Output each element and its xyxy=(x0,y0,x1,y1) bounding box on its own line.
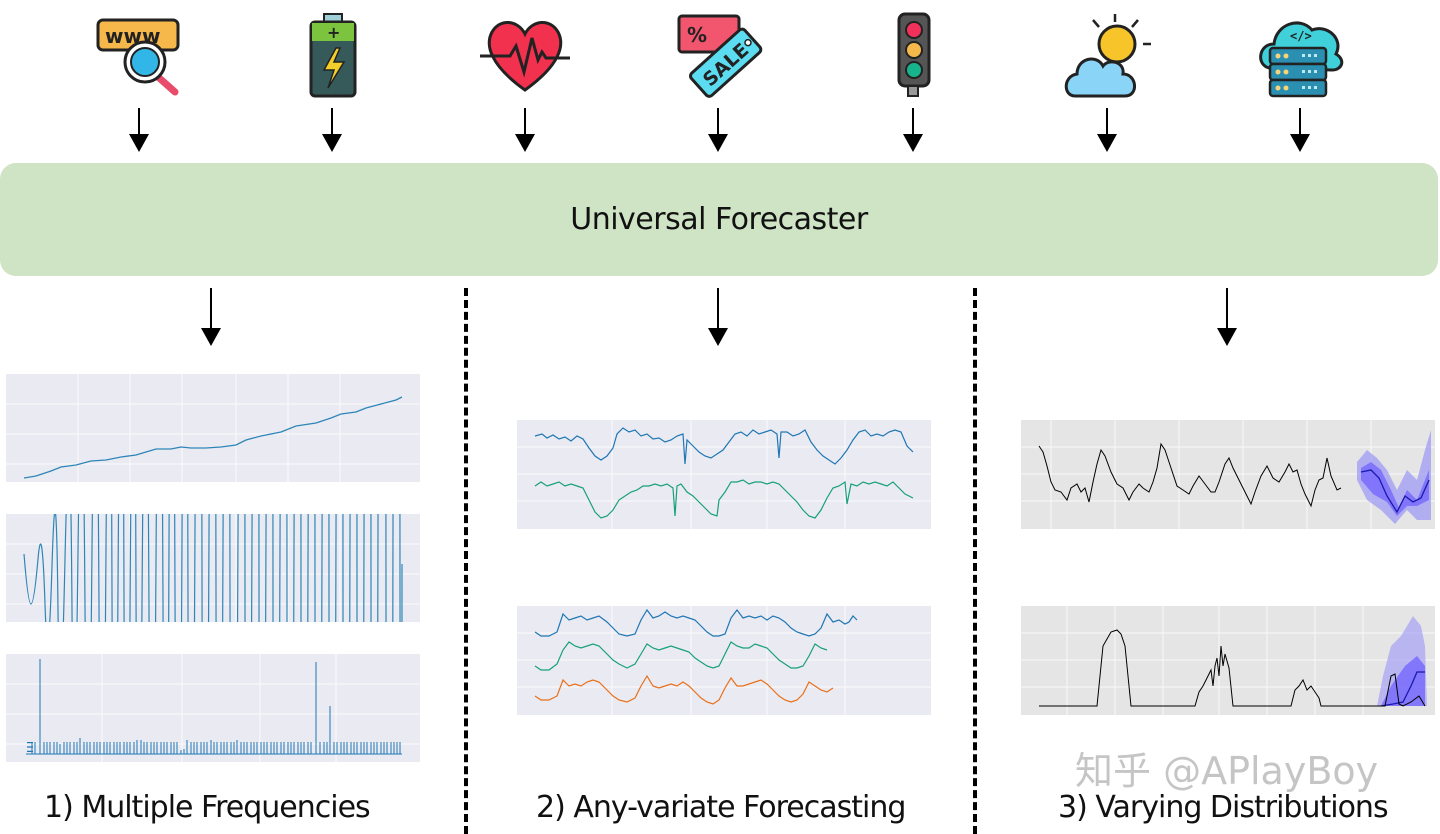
svg-text:+: + xyxy=(327,23,340,42)
arrow-down-icon xyxy=(322,108,342,152)
arrow-down-icon xyxy=(1217,288,1237,346)
svg-text:</>: </> xyxy=(1290,29,1312,43)
section-divider xyxy=(464,288,468,834)
svg-text:%: % xyxy=(687,23,707,47)
spiky-plot xyxy=(6,654,420,762)
universal-forecaster-label: Universal Forecaster xyxy=(570,202,868,237)
arrow-down-icon xyxy=(903,108,923,152)
weather-icon xyxy=(1063,10,1153,100)
watermark: 知乎 @APlayBoy xyxy=(1075,749,1379,793)
caption-varying-distributions: 3) Varying Distributions xyxy=(1058,790,1389,825)
bivariate-plot xyxy=(517,420,931,529)
arrow-down-icon xyxy=(708,108,728,152)
traffic-light-icon xyxy=(868,10,958,100)
battery-icon: + xyxy=(288,10,378,100)
section-divider xyxy=(973,288,977,834)
arrow-down-icon xyxy=(1097,108,1117,152)
trend-plot xyxy=(6,374,420,482)
probabilistic-plot-1 xyxy=(1021,420,1435,529)
trivariate-plot xyxy=(517,606,931,715)
cloud-server-icon: </> xyxy=(1256,10,1346,100)
sale-tag-icon: % SALE xyxy=(675,10,765,100)
arrow-down-icon xyxy=(515,108,535,152)
probabilistic-plot-2 xyxy=(1021,606,1435,715)
arrow-down-icon xyxy=(129,108,149,152)
universal-forecaster-box: Universal Forecaster xyxy=(0,163,1438,276)
caption-any-variate-forecasting: 2) Any-variate Forecasting xyxy=(536,790,906,825)
periodic-plot xyxy=(6,514,420,622)
www-search-icon: www xyxy=(95,10,185,100)
arrow-down-icon xyxy=(708,288,728,346)
arrow-down-icon xyxy=(1290,108,1310,152)
arrow-down-icon xyxy=(201,288,221,346)
heartbeat-icon xyxy=(480,10,570,100)
caption-multiple-frequencies: 1) Multiple Frequencies xyxy=(44,790,371,825)
